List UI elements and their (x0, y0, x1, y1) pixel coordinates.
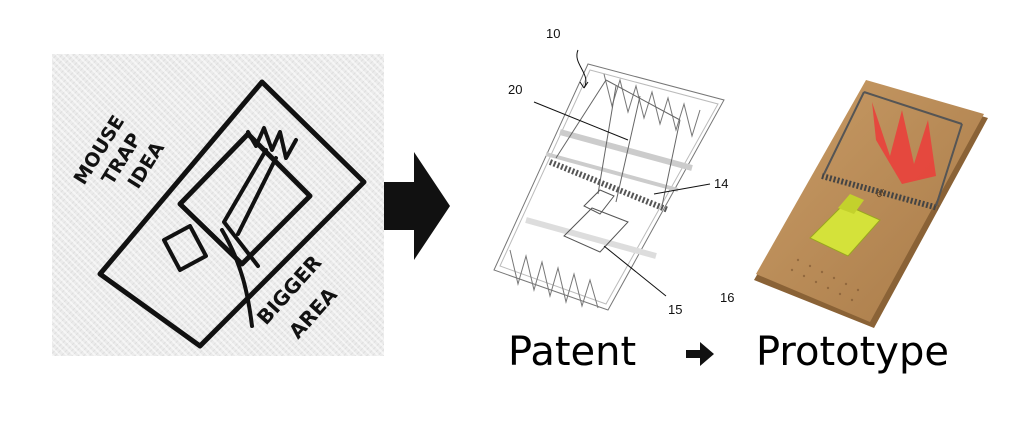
sketch-spring (246, 126, 298, 160)
prototype-board (756, 80, 984, 322)
prototype-photo: dr (752, 80, 992, 334)
sketch-arm-2 (236, 156, 278, 236)
small-right-arrow-icon (686, 342, 714, 366)
patent-trigger (563, 207, 629, 253)
patent-top-zigzag (603, 73, 701, 138)
patent-label-16: 16 (720, 290, 735, 305)
patent-drawing: 10 20 14 15 16 (488, 24, 748, 328)
prototype-yellow-trigger (809, 203, 881, 257)
prototype-red-spring (872, 102, 936, 184)
caption-patent: Patent (508, 329, 637, 375)
napkin-sketch: MOUSE TRAP IDEA BIGGER AREA (52, 54, 384, 356)
right-arrow-icon (384, 152, 450, 260)
sketch-bait-square (162, 224, 208, 272)
patent-board (493, 63, 725, 311)
patent-label-15: 15 (668, 302, 683, 317)
sketch-board-outline (97, 79, 367, 349)
patent-bottom-zigzag (509, 249, 599, 309)
sketch-inner-rect (177, 131, 313, 267)
sketch-pointer (220, 228, 254, 328)
patent-label-20: 20 (508, 82, 523, 97)
caption-prototype: Prototype (756, 329, 949, 375)
patent-label-10: 10 (546, 26, 561, 41)
sketch-arm (222, 148, 268, 268)
patent-spring (548, 159, 670, 213)
patent-label-14: 14 (714, 176, 729, 191)
